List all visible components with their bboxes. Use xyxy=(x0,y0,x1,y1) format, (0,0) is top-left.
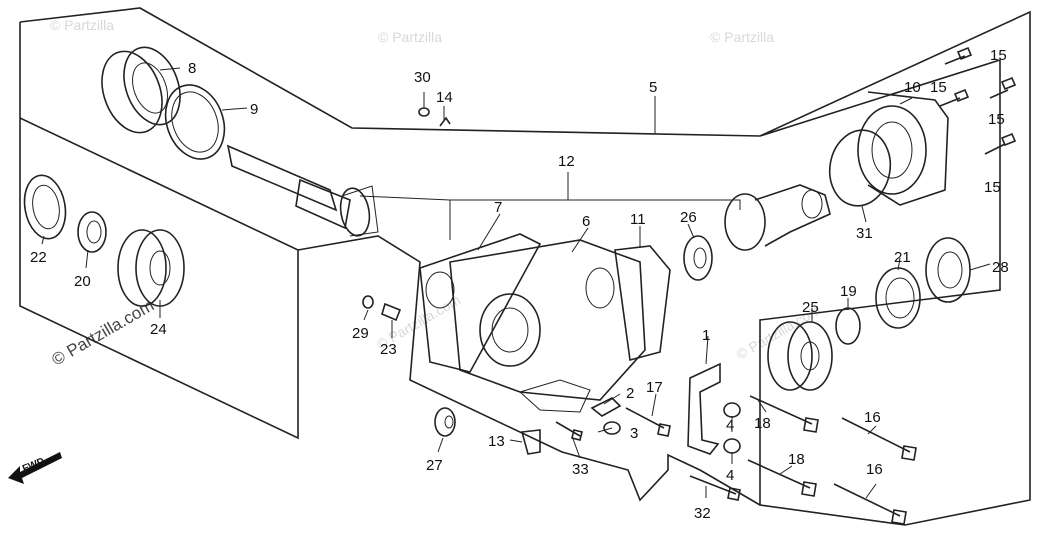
part-32-bolt xyxy=(689,475,741,501)
callout-25[interactable]: 25 xyxy=(802,299,819,316)
part-33-bolt xyxy=(555,421,583,441)
left-subframe xyxy=(19,22,299,440)
part-19-lock-nut xyxy=(835,307,861,345)
fwd-arrow: FWD xyxy=(8,452,62,484)
watermark-3: © Partzilla xyxy=(710,29,774,45)
part-31-o-ring xyxy=(828,129,892,207)
callout-33[interactable]: 33 xyxy=(572,461,589,478)
callout-7[interactable]: 7 xyxy=(494,199,502,216)
callout-4-b[interactable]: 4 xyxy=(726,467,734,484)
part-6-gear-case xyxy=(449,239,646,413)
callout-18-a[interactable]: 18 xyxy=(754,415,771,432)
callout-labels: 8 9 5 30 14 12 7 6 11 26 10 15 15 15 15 … xyxy=(30,47,1009,522)
part-4-nut-b xyxy=(723,438,741,454)
callout-2[interactable]: 2 xyxy=(626,385,634,402)
callout-31[interactable]: 31 xyxy=(856,225,873,242)
callout-3[interactable]: 3 xyxy=(630,425,638,442)
part-17-bolt xyxy=(625,407,671,437)
callout-18-b[interactable]: 18 xyxy=(788,451,805,468)
callout-15-d[interactable]: 15 xyxy=(984,179,1001,196)
callout-13[interactable]: 13 xyxy=(488,433,505,450)
watermark-2: © Partzilla xyxy=(378,29,442,45)
callout-28[interactable]: 28 xyxy=(992,259,1009,276)
callout-27[interactable]: 27 xyxy=(426,457,443,474)
watermark-1: © Partzilla xyxy=(50,17,114,33)
assembly-outline xyxy=(19,7,1031,526)
part-3-washer xyxy=(603,421,621,435)
callout-9[interactable]: 9 xyxy=(250,101,258,118)
part-9-gasket xyxy=(164,84,226,160)
callout-11[interactable]: 11 xyxy=(630,211,646,228)
callout-15-c[interactable]: 15 xyxy=(988,111,1005,128)
part-27-oil-seal xyxy=(434,407,456,437)
callout-23[interactable]: 23 xyxy=(380,341,397,358)
callout-22[interactable]: 22 xyxy=(30,249,47,266)
part-7-gasket xyxy=(419,233,542,373)
callout-29[interactable]: 29 xyxy=(352,325,369,342)
callout-17[interactable]: 17 xyxy=(646,379,663,396)
part-4-nut-a xyxy=(723,402,741,418)
part-14-clip xyxy=(439,116,451,127)
center-subframe xyxy=(297,235,761,506)
part-16-bolts xyxy=(833,417,917,525)
part-18-bolts xyxy=(747,395,819,497)
part-25-bearing xyxy=(767,321,833,391)
callout-8[interactable]: 8 xyxy=(188,60,196,77)
callout-32[interactable]: 32 xyxy=(694,505,711,522)
part-21-snap-ring xyxy=(875,267,921,329)
part-30-pin xyxy=(418,107,430,117)
callout-14[interactable]: 14 xyxy=(436,89,453,106)
callout-5[interactable]: 5 xyxy=(649,79,657,96)
part-24-bearing xyxy=(117,229,185,307)
callout-12[interactable]: 12 xyxy=(558,153,575,170)
callout-16-b[interactable]: 16 xyxy=(866,461,883,478)
callout-4-a[interactable]: 4 xyxy=(726,417,734,434)
leader-lines xyxy=(41,67,991,499)
part-2-plate xyxy=(590,397,622,417)
callout-19[interactable]: 19 xyxy=(840,283,857,300)
callout-15-a[interactable]: 15 xyxy=(930,79,947,96)
part-22-snap-ring xyxy=(23,174,67,240)
part-15-bolts xyxy=(939,46,1017,155)
callout-1[interactable]: 1 xyxy=(702,327,710,344)
part-26-bearing xyxy=(683,235,713,281)
watermark-main: © Partzilla.com xyxy=(49,296,158,370)
part-12-drive-pinion-shaft xyxy=(226,144,379,237)
callout-6[interactable]: 6 xyxy=(582,213,590,230)
callout-15-b[interactable]: 15 xyxy=(990,47,1007,64)
part-10-bearing-holder xyxy=(857,91,949,206)
part-11-gasket xyxy=(614,245,671,362)
part-13-shift-pin xyxy=(520,429,541,455)
part-29-pin xyxy=(362,295,374,309)
part-28-oil-seal xyxy=(925,237,971,303)
callout-21[interactable]: 21 xyxy=(894,249,911,266)
part-12-ring-gear xyxy=(724,184,831,251)
callout-10[interactable]: 10 xyxy=(904,79,921,96)
callout-26[interactable]: 26 xyxy=(680,209,697,226)
part-1-bracket xyxy=(687,362,721,455)
callout-24[interactable]: 24 xyxy=(150,321,167,338)
callout-20[interactable]: 20 xyxy=(74,273,91,290)
part-23-dowel xyxy=(381,302,402,322)
part-20-lock-nut xyxy=(77,211,107,253)
callout-16-a[interactable]: 16 xyxy=(864,409,881,426)
callout-30[interactable]: 30 xyxy=(414,69,431,86)
